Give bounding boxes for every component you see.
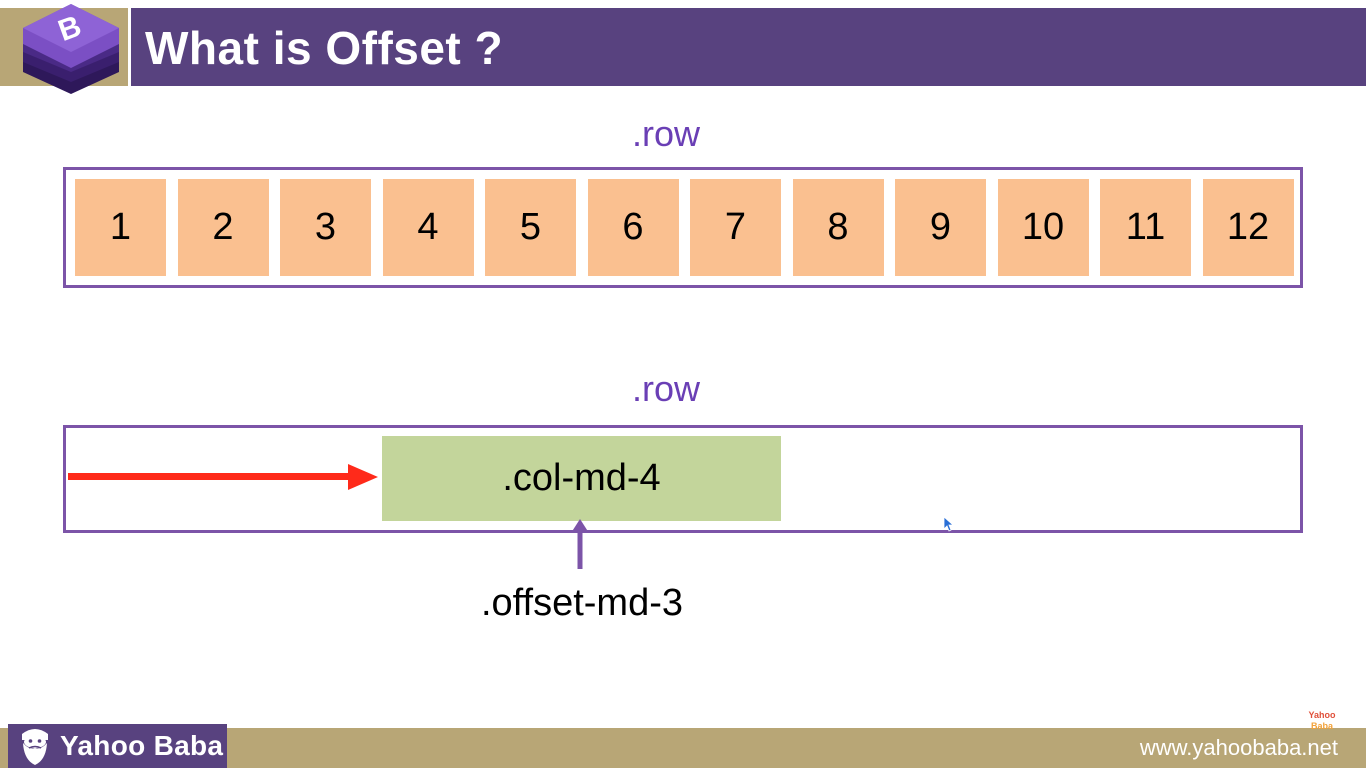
grid-column-6: 6 [587,179,679,276]
offset-column: .col-md-4 [382,436,781,521]
grid-column-9: 9 [895,179,986,276]
grid-column-number: 11 [1125,206,1166,248]
grid-column-10: 10 [997,179,1089,276]
mini-logo-line2: Baba [1310,721,1333,731]
pointer-arrow-icon [571,519,589,569]
grid-column-12: 12 [1202,179,1294,276]
mouse-cursor-icon [943,516,955,532]
grid-column-number: 3 [314,206,337,248]
grid-column-3: 3 [280,179,371,276]
brand-name: Yahoo Baba [60,730,224,761]
grid-column-number: 6 [622,206,644,248]
grid-column-number: 9 [929,206,952,248]
bearded-man-icon [22,729,48,765]
grid-column-number: 7 [724,206,747,248]
footer-bar [0,728,1366,768]
grid-column-number: 2 [212,206,234,248]
bootstrap-logo-icon: B [23,4,119,94]
grid-column-number: 10 [1021,206,1065,248]
offset-arrow-icon [68,464,378,490]
grid-column-number: 1 [109,206,132,248]
mini-logo: Yahoo Baba [1302,710,1342,732]
grid-column-4: 4 [382,179,474,276]
grid-column-number: 12 [1226,206,1270,248]
row-label-offset: .row [631,368,700,409]
grid-column-5: 5 [485,179,576,276]
header-bar [131,8,1366,86]
row-label-grid: .row [631,113,700,154]
grid-column-7: 7 [690,179,781,276]
mini-logo-line1: Yahoo [1308,710,1336,720]
brand-badge: Yahoo Baba [8,724,227,768]
grid-column-1: 1 [75,179,166,276]
offset-class-label: .offset-md-3 [480,582,684,624]
site-url[interactable]: www.yahoobaba.net [1139,735,1338,760]
grid-column-number: 8 [827,206,849,248]
offset-column-label: .col-md-4 [502,457,661,499]
grid-column-8: 8 [792,179,884,276]
page-title: What is Offset ? [145,22,504,74]
grid-column-2: 2 [177,179,269,276]
grid-column-11: 11 [1100,179,1191,276]
grid-column-number: 5 [519,206,542,248]
grid-column-number: 4 [417,206,439,248]
